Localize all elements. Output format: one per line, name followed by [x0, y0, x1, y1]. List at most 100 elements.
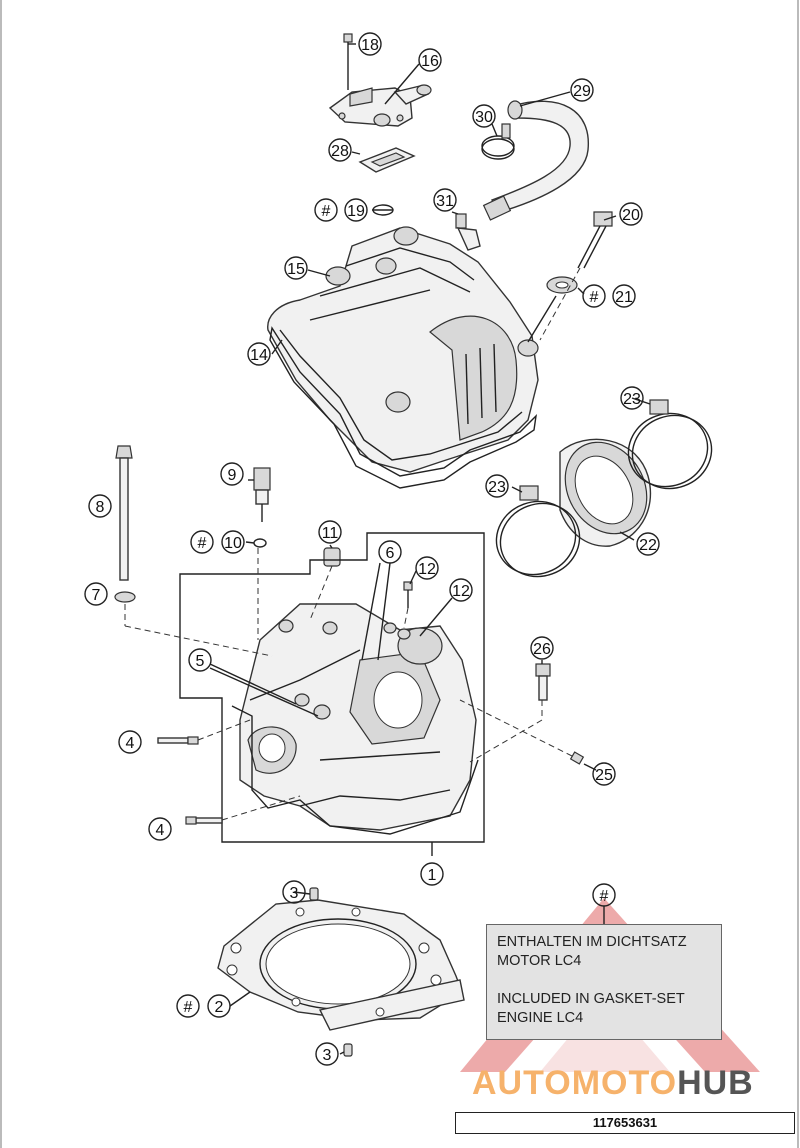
callout-31: 31: [433, 188, 457, 212]
callout-22: 22: [636, 532, 660, 556]
svg-text:7: 7: [92, 587, 101, 604]
callout-7: 7: [84, 582, 108, 606]
callout-14: 14: [247, 342, 271, 366]
callout-15: 15: [284, 256, 308, 280]
svg-text:#: #: [184, 999, 193, 1016]
callout-25: 25: [592, 762, 616, 786]
hose-clamp-23-left: [495, 485, 581, 578]
callout-30: 30: [472, 104, 496, 128]
cylinder-head-gasket-edge: [231, 705, 479, 835]
svg-text:3: 3: [290, 885, 299, 902]
note-line-4: ENGINE LC4: [497, 1010, 584, 1026]
intake-flange-22: [559, 438, 652, 547]
callout-21: # 21: [582, 284, 636, 308]
svg-text:12: 12: [452, 583, 470, 600]
callout-4-lower: 4: [148, 817, 172, 841]
callout-5: 5: [188, 648, 212, 672]
callout-1: 1: [420, 862, 444, 886]
svg-text:15: 15: [287, 261, 305, 278]
svg-text:6: 6: [386, 545, 395, 562]
svg-text:20: 20: [622, 207, 640, 224]
svg-text:8: 8: [96, 499, 105, 516]
cylinder-head-gasket-2: [217, 899, 465, 1031]
callout-23-left: 23: [485, 474, 509, 498]
sensor-31: [455, 213, 481, 251]
callout-28: 28: [328, 138, 352, 162]
svg-text:29: 29: [573, 83, 591, 100]
gasket-set-note: ENTHALTEN IM DICHTSATZ MOTOR LC4 INCLUDE…: [486, 924, 722, 1040]
callout-10: # 10: [190, 530, 245, 554]
callout-20: 20: [619, 202, 643, 226]
screw-12: [403, 581, 413, 608]
svg-text:14: 14: [250, 347, 268, 364]
cylinder-head: [239, 603, 477, 831]
callout-9: 9: [220, 462, 244, 486]
screw-25: [569, 751, 585, 765]
callout-3-upper: 3: [282, 880, 306, 904]
svg-text:28: 28: [331, 143, 349, 160]
callout-3-lower: 3: [315, 1042, 339, 1066]
plug-11: [323, 547, 341, 567]
leader-lines: [124, 43, 651, 1055]
valve-cover: [267, 226, 539, 473]
callout-18: 18: [358, 32, 382, 56]
washer-21: [546, 276, 578, 294]
valve-cover-gasket-14: [269, 326, 537, 489]
callout-6: 6: [378, 540, 402, 564]
svg-text:30: 30: [475, 109, 493, 126]
watermark-part-2: HUB: [677, 1064, 754, 1102]
svg-text:16: 16: [421, 53, 439, 70]
callout-4-upper: 4: [118, 730, 142, 754]
bolt-20: [577, 211, 613, 269]
callout-note-hash: #: [592, 883, 616, 907]
svg-text:1: 1: [428, 867, 437, 884]
note-line-2: MOTOR LC4: [497, 953, 582, 969]
thermostat-housing: [328, 84, 432, 127]
svg-text:23: 23: [488, 479, 506, 496]
o-ring-10: [253, 538, 267, 548]
svg-text:22: 22: [639, 537, 657, 554]
cylinder-head-outline-frame: [179, 532, 485, 843]
svg-text:9: 9: [228, 467, 237, 484]
coolant-hose-29: [482, 100, 589, 221]
svg-text:21: 21: [615, 289, 633, 306]
svg-text:25: 25: [595, 767, 613, 784]
svg-text:4: 4: [156, 822, 165, 839]
callout-23-right: 23: [620, 386, 644, 410]
watermark-part-1: AUTOMOTO: [472, 1064, 678, 1102]
callout-2: # 2: [176, 994, 231, 1018]
stud-4-upper: [157, 736, 199, 745]
callout-16: 16: [418, 48, 442, 72]
bolt-18: [343, 33, 353, 90]
svg-text:26: 26: [533, 641, 551, 658]
callout-11: 11: [318, 520, 342, 544]
temperature-sensor-9: [253, 467, 271, 522]
svg-text:19: 19: [347, 203, 365, 220]
callout-29: 29: [570, 78, 594, 102]
gasket-28: [358, 147, 416, 173]
svg-text:4: 4: [126, 735, 135, 752]
svg-text:18: 18: [361, 37, 379, 54]
callout-12-upper: 12: [415, 556, 439, 580]
svg-text:23: 23: [623, 391, 641, 408]
svg-text:11: 11: [322, 525, 339, 542]
dowel-3-upper: [309, 887, 319, 901]
svg-text:#: #: [600, 888, 609, 905]
svg-text:#: #: [322, 203, 331, 220]
stud-bolt-8: [115, 445, 133, 581]
svg-text:12: 12: [418, 561, 436, 578]
svg-text:2: 2: [215, 999, 224, 1016]
callout-8: 8: [88, 494, 112, 518]
hose-clamp-23-right: [627, 399, 713, 490]
note-line-1: ENTHALTEN IM DICHTSATZ: [497, 934, 687, 950]
watermark-brand-text: AUTOMOTOHUB: [472, 1064, 754, 1102]
svg-text:31: 31: [436, 193, 454, 210]
callout-19: # 19: [314, 198, 368, 222]
svg-text:#: #: [198, 535, 207, 552]
bolt-26: [535, 663, 551, 701]
svg-text:5: 5: [196, 653, 205, 670]
hose-clamp-30: [481, 123, 515, 160]
callout-12-lower: 12: [449, 578, 473, 602]
note-line-3: INCLUDED IN GASKET-SET: [497, 991, 685, 1007]
